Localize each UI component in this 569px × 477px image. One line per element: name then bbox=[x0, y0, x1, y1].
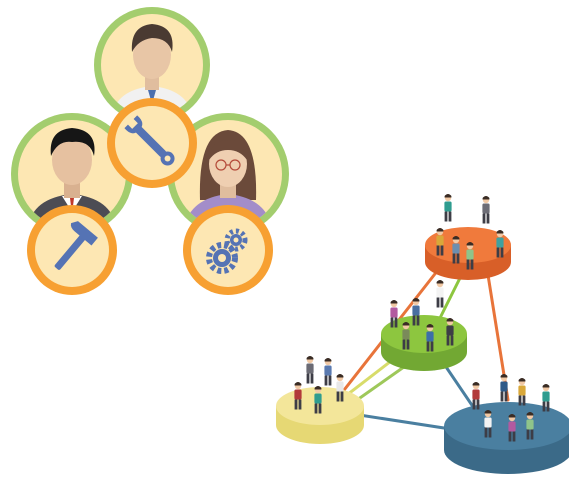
green-team-node bbox=[381, 280, 467, 371]
team-network bbox=[276, 194, 569, 474]
yellow-team-node bbox=[276, 356, 364, 444]
blue-team-node bbox=[444, 374, 569, 474]
hammer-icon bbox=[54, 221, 98, 270]
hammer-badge bbox=[27, 205, 117, 295]
gears-icon bbox=[206, 228, 248, 274]
team-members-group bbox=[11, 7, 289, 295]
gears-badge bbox=[183, 205, 273, 295]
orange-team-node bbox=[425, 194, 511, 280]
wrench-icon bbox=[124, 115, 175, 166]
right-member-avatar bbox=[167, 113, 289, 235]
link-orange-blue bbox=[486, 273, 510, 402]
wrench-badge bbox=[107, 98, 197, 188]
